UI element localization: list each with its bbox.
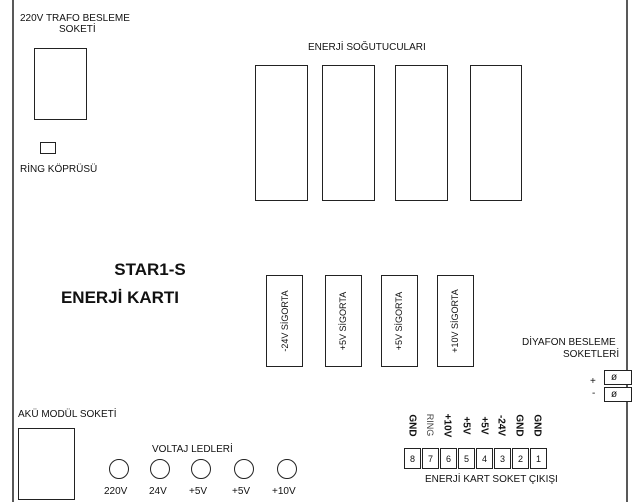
led [150,459,170,479]
led-label: +5V [232,486,251,497]
led [234,459,254,479]
connector-pin: 7 [422,448,439,469]
led [277,459,297,479]
connector-pin: 8 [404,448,421,469]
connector-pin: 6 [440,448,457,469]
fuse-holder [325,275,362,367]
intercom-minus-sign: - [592,388,596,399]
pin-name: GND [531,414,543,437]
connector-pin: 2 [512,448,529,469]
ring-bridge-label: RİNG KÖPRÜSÜ [20,164,98,175]
connector-pin: 3 [494,448,511,469]
pin-name: +5V [478,416,490,435]
trafo-socket [34,48,87,120]
intercom-terminal [604,387,632,402]
battery-socket-label: AKÜ MODÜL SOKETİ [18,409,117,420]
intercom-label-line2: SOKETLERİ [563,349,620,360]
connector-pin: 4 [476,448,493,469]
led [109,459,129,479]
pin-name: GND [406,414,418,437]
trafo-label-line1: 220V TRAFO BESLEME [20,13,130,24]
heatsink [395,65,448,201]
intercom-terminal-symbol: ø [611,372,618,383]
pin-name: +5V [460,416,472,435]
led-label: +5V [189,486,208,497]
voltage-leds-label: VOLTAJ LEDLERİ [152,444,233,455]
fuse-holder [437,275,474,367]
heatsink [255,65,308,201]
intercom-label-line1: DİYAFON BESLEME [522,337,616,348]
pin-name: RING [425,413,435,437]
pin-name: +10V [441,413,453,438]
fuse-label: +5V SİGORTA [338,291,348,351]
connector-pin: 5 [458,448,475,469]
fuse-label: -24V SİGORTA [280,290,290,352]
intercom-terminal-symbol: ø [611,389,618,400]
battery-socket [18,428,75,500]
heatsink [322,65,375,201]
led [191,459,211,479]
intercom-terminal [604,370,632,385]
fuse-holder [381,275,418,367]
trafo-label-line2: SOKETİ [59,24,96,35]
led-label: 24V [149,486,167,497]
led-label: 220V [104,486,128,497]
pin-name: GND [513,414,525,437]
pin-name: -24V [495,414,507,437]
board-title-line1: STAR1-S [114,260,186,279]
led-label: +10V [272,486,296,497]
board-title-line2: ENERJİ KARTI [60,288,180,307]
ring-bridge-jumper [40,142,56,154]
heatsink [470,65,522,201]
heatsinks-label: ENERJİ SOĞUTUCULARI [308,42,426,53]
connector-pin: 1 [530,448,547,469]
output-connector-label: ENERJİ KART SOKET ÇIKIŞI [425,474,558,485]
fuse-label: +10V SİGORTA [450,289,460,353]
fuse-holder [266,275,303,367]
intercom-plus-sign: + [590,376,596,387]
fuse-label: +5V SİGORTA [394,291,404,351]
